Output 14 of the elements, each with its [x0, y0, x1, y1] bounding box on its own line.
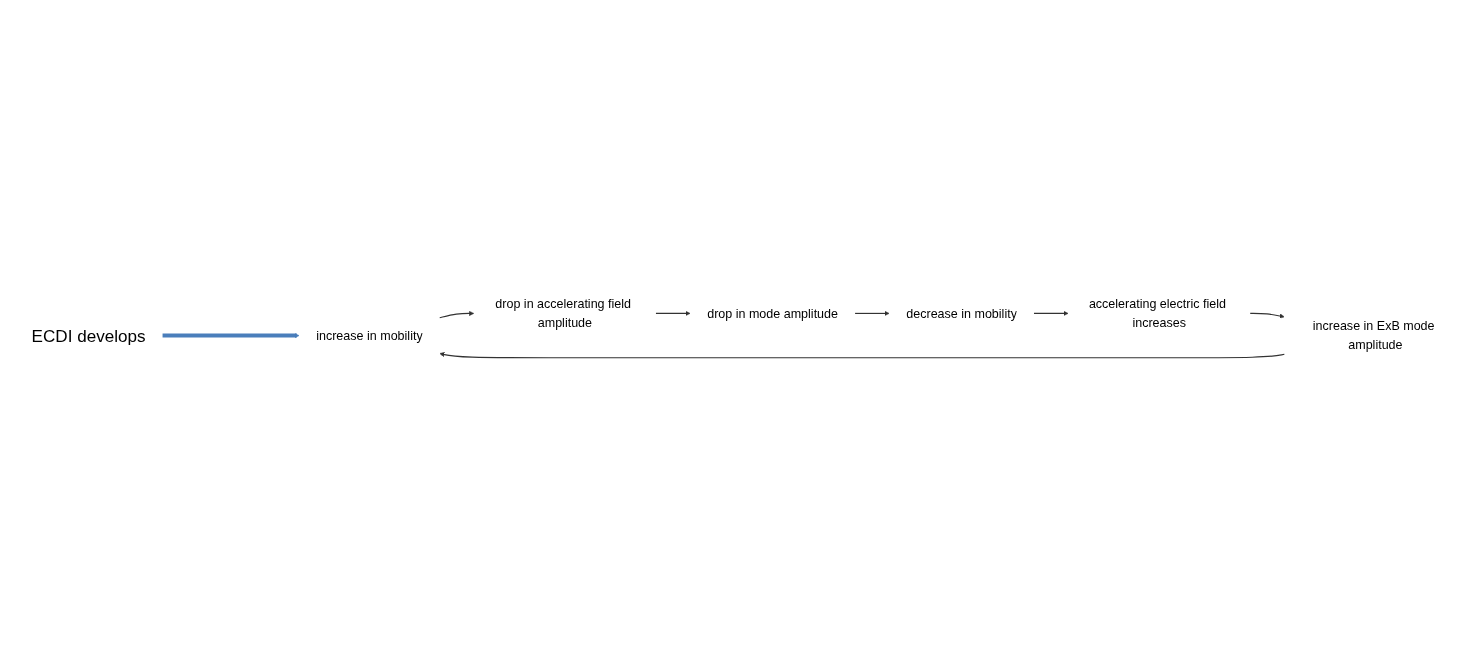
- arrow: [1033, 310, 1069, 316]
- node-text: increase in ExB mode amplitude: [1312, 319, 1435, 353]
- arrow: [439, 352, 1285, 359]
- node-text: decrease in mobility: [906, 306, 1017, 321]
- node-text: drop in accelerating field amplitude: [495, 296, 632, 330]
- arrow: [655, 310, 691, 316]
- node-text: increase in mobility: [316, 328, 423, 343]
- node-text: accelerating electric field increases: [1088, 296, 1226, 330]
- arrow: [162, 333, 300, 339]
- arrow: [854, 310, 890, 316]
- node-text: ECDI develops: [31, 326, 146, 345]
- arrow: [1249, 312, 1285, 319]
- arrow: [439, 310, 475, 319]
- node-text: drop in mode amplitude: [707, 306, 838, 321]
